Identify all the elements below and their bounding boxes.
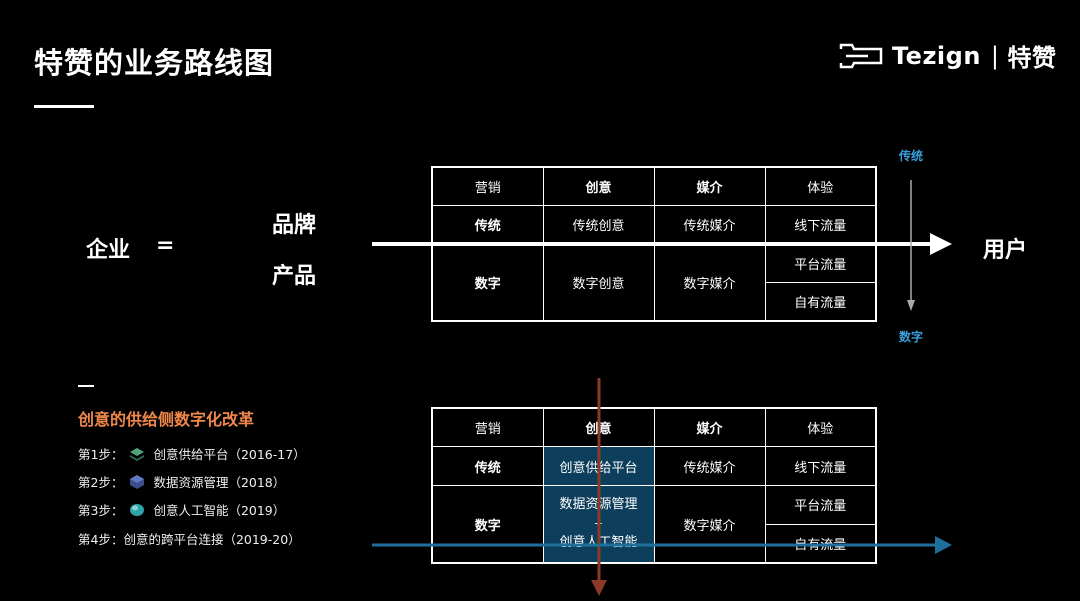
- brand-label: 品牌: [272, 213, 317, 238]
- header-media: 媒介: [653, 166, 766, 206]
- row-label-digital: 数字: [431, 485, 544, 564]
- header-marketing: 营销: [431, 407, 544, 448]
- step-text: 数据资源管理（2018）: [153, 475, 286, 490]
- page-title: 特赞的业务路线图: [34, 46, 275, 80]
- cell-offline-traffic: 线下流量: [764, 446, 877, 486]
- logo-cn: 特赞: [1007, 44, 1057, 72]
- value-flow-arrowhead: [930, 233, 952, 255]
- cell-offline-traffic: 线下流量: [764, 205, 877, 245]
- cell-owned-traffic: 自有流量: [764, 282, 877, 322]
- brand-logo: Tezign | 特赞: [838, 38, 1057, 73]
- product-label: 产品: [272, 264, 317, 289]
- title-underline: [34, 105, 94, 108]
- header-media: 媒介: [653, 407, 766, 448]
- logo-brand: Tezign: [892, 41, 981, 70]
- user-label: 用户: [983, 238, 1028, 263]
- row-label-digital: 数字: [431, 243, 544, 322]
- header-creative: 创意: [542, 166, 655, 206]
- enterprise-label: 企业: [86, 238, 131, 263]
- step-1: 第1步： 创意供给平台（2016-17）: [78, 444, 306, 463]
- layers-icon: [130, 447, 145, 461]
- steps-rule: [78, 385, 94, 387]
- logo-divider: |: [990, 41, 1000, 70]
- equals-sign: =: [156, 233, 175, 258]
- orb-icon: [130, 503, 145, 516]
- header-experience: 体验: [764, 407, 877, 448]
- steps-title: 创意的供给侧数字化改革: [78, 410, 255, 429]
- cell-digital-media: 数字媒介: [653, 243, 766, 322]
- step-text: 创意人工智能（2019）: [153, 503, 286, 518]
- step-prefix: 第4步：: [78, 532, 124, 547]
- transition-arrowhead: [907, 300, 915, 311]
- cell-traditional-media: 传统媒介: [653, 205, 766, 245]
- supply-arrowhead: [591, 580, 607, 596]
- step-2: 第2步： 数据资源管理（2018）: [78, 472, 285, 491]
- tezign-logo-icon: [839, 43, 883, 68]
- cell-traditional-media: 传统媒介: [653, 446, 766, 486]
- step-prefix: 第2步：: [78, 475, 124, 490]
- step-3: 第3步： 创意人工智能（2019）: [78, 500, 285, 519]
- step-4: 第4步： 创意的跨平台连接（2019-20）: [78, 529, 301, 548]
- platform-connection-arrowhead: [935, 536, 952, 554]
- row-label-traditional: 传统: [431, 205, 544, 245]
- cube-icon: [130, 474, 145, 489]
- cell-traditional-creative: 传统创意: [542, 205, 655, 245]
- axis-traditional-label: 传统: [899, 149, 924, 163]
- header-experience: 体验: [764, 166, 877, 206]
- step-text: 创意供给平台（2016-17）: [153, 447, 306, 462]
- step-text: 创意的跨平台连接（2019-20）: [123, 532, 301, 547]
- roadmap-table-top: 营销 创意 媒介 体验 传统 传统创意 传统媒介 线下流量 数字 数字创意 数字…: [431, 166, 877, 322]
- step-prefix: 第1步：: [78, 447, 124, 462]
- axis-digital-label: 数字: [899, 330, 924, 344]
- step-prefix: 第3步：: [78, 503, 124, 518]
